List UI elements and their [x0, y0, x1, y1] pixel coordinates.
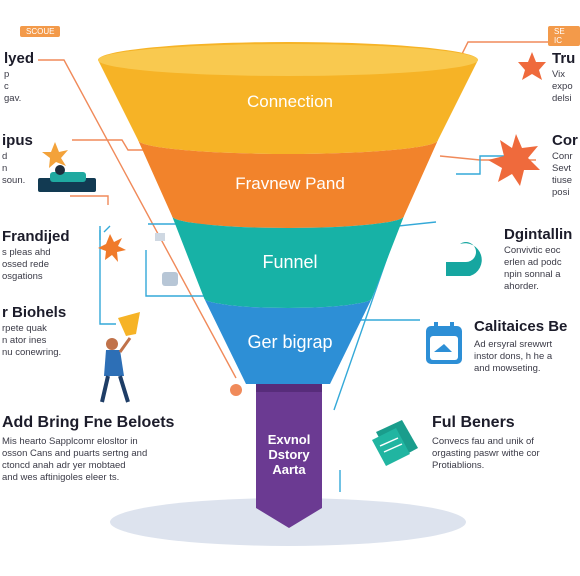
left-item-3: Frandijed s pleas ahd ossed rede osgatio…	[2, 228, 70, 283]
left-item-5: Add Bring Fne Beloets Mis hearto Sapplco…	[2, 414, 174, 484]
funnel-stage-4-ger-bigrap	[204, 298, 372, 384]
left-item-5-title: Add Bring Fne Beloets	[2, 414, 175, 431]
right-item-4: Calitaices Be Ad ersyral srewwrt instor …	[474, 318, 567, 375]
stage-label-funnel: Funnel	[262, 252, 318, 272]
calendar-icon	[426, 322, 462, 364]
right-item-2-title: Cor	[552, 132, 578, 149]
person-holding-shape-icon	[100, 312, 140, 403]
right-item-5-body: Convecs fau and unik of orgasting paswr …	[432, 436, 540, 471]
left-item-2: ipus d n soun.	[2, 132, 33, 187]
small-nodes-icon	[155, 233, 178, 286]
left-item-3-title: Frandijed	[2, 228, 70, 245]
right-item-5-title: Ful Beners	[432, 414, 515, 431]
spark-icon	[98, 234, 126, 262]
right-item-3: Dgintallin Convivtic eoc erlen ad podc n…	[504, 226, 572, 293]
left-tag: SCOUE	[20, 26, 61, 37]
star-burst-icon	[42, 142, 68, 168]
stacked-papers-icon	[372, 420, 418, 466]
left-item-5-body: Mis hearto Sapplcomr elosltor in osson C…	[2, 436, 148, 483]
teal-curl-icon	[446, 241, 482, 276]
right-item-1-title: Tru	[552, 50, 576, 67]
right-item-2-body: Conr Sevt tiuse posi	[552, 151, 573, 198]
funnel-spout-shade	[256, 384, 322, 392]
left-item-3-body: s pleas ahd ossed rede osgations	[2, 247, 51, 282]
left-item-1-title: lyed	[4, 50, 35, 67]
right-item-2: Cor Conr Sevt tiuse posi	[552, 132, 578, 199]
person-resting-icon	[38, 165, 96, 192]
right-item-4-title: Calitaices Be	[474, 318, 568, 335]
right-item-1: Tru Vix expo delsi	[552, 50, 575, 105]
orange-burst-icon	[488, 134, 540, 186]
right-item-3-body: Convivtic eoc erlen ad podc npin sonnal …	[504, 245, 562, 292]
left-item-1: lyed p c gav.	[4, 50, 34, 105]
right-item-5: Ful Beners Convecs fau and unik of orgas…	[432, 414, 540, 472]
spout-label: Exvnol Dstory Aarta	[267, 432, 311, 477]
funnel-stage-3-funnel	[172, 216, 404, 308]
stage-label-connection: Connection	[246, 92, 333, 111]
right-item-3-title: Dgintallin	[504, 226, 573, 243]
pin-icon	[230, 384, 242, 396]
left-item-1-body: p c gav.	[4, 69, 22, 104]
left-item-2-title: ipus	[2, 132, 33, 149]
right-tag: SE IC	[548, 26, 580, 46]
orange-star-icon	[518, 52, 546, 80]
funnel-top-rim	[98, 44, 478, 76]
left-item-2-body: d n soun.	[2, 151, 26, 186]
left-item-4-body: rpete quak n ator ines nu conewring.	[2, 323, 62, 358]
left-connector-lines	[38, 59, 237, 379]
funnel-stage-2-fravnew-pand	[138, 140, 438, 228]
right-item-1-body: Vix expo delsi	[552, 69, 573, 104]
stage-label-ger-bigrap: Ger bigrap	[247, 332, 333, 352]
stage-label-fravnew-pand: Fravnew Pand	[235, 174, 345, 193]
right-item-4-body: Ad ersyral srewwrt instor dons, h he a a…	[474, 339, 553, 374]
left-item-4: r Biohels rpete quak n ator ines nu cone…	[2, 304, 66, 359]
funnel-spout	[256, 384, 322, 528]
left-item-4-title: r Biohels	[2, 304, 67, 321]
